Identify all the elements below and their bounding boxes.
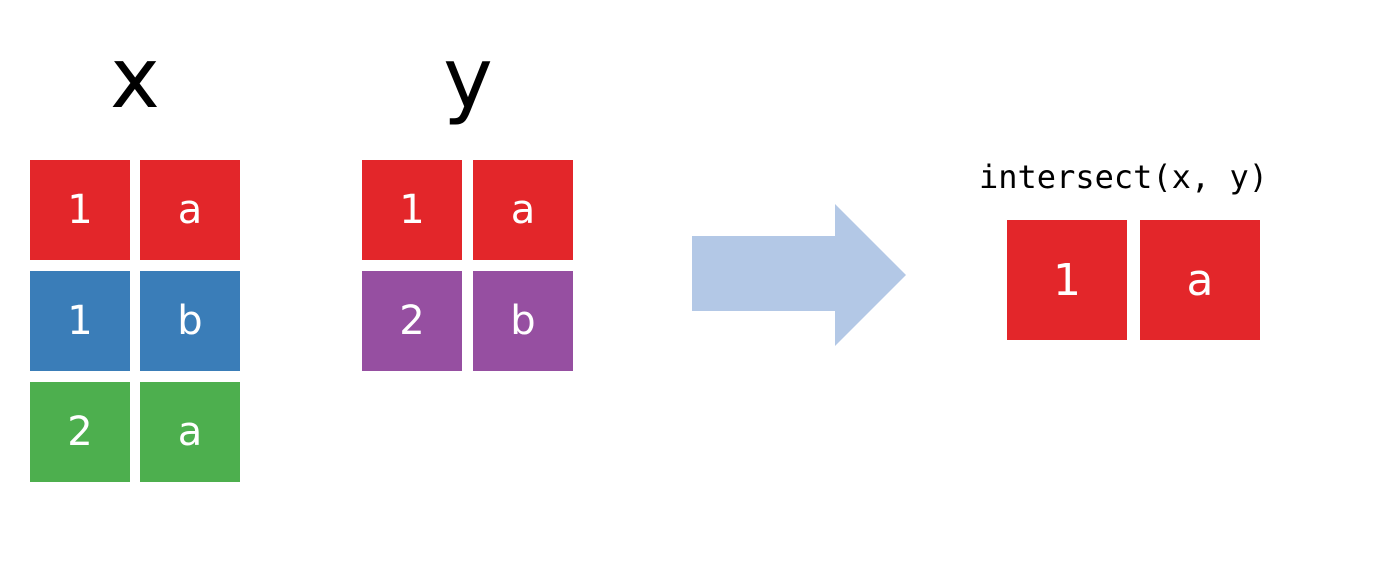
- table-y-row-2-col-2: b: [473, 271, 573, 371]
- table-y-title: y: [443, 29, 493, 127]
- table-x-title: x: [110, 29, 160, 127]
- result-label: intersect(x, y): [979, 158, 1268, 196]
- table-x-row-3-col-2: a: [140, 382, 240, 482]
- table-x-row-3-col-1: 2: [30, 382, 130, 482]
- result-row-1-col-2: a: [1140, 220, 1260, 340]
- result-row-1-col-1: 1: [1007, 220, 1127, 340]
- table-x-row-1-col-2: a: [140, 160, 240, 260]
- right-arrow-icon: [692, 204, 906, 346]
- table-x-row-1-col-1: 1: [30, 160, 130, 260]
- table-x-row-2-col-1: 1: [30, 271, 130, 371]
- arrow-shape: [692, 204, 906, 346]
- table-y-row-1-col-2: a: [473, 160, 573, 260]
- table-x-row-2-col-2: b: [140, 271, 240, 371]
- table-y-row-1-col-1: 1: [362, 160, 462, 260]
- table-y-row-2-col-1: 2: [362, 271, 462, 371]
